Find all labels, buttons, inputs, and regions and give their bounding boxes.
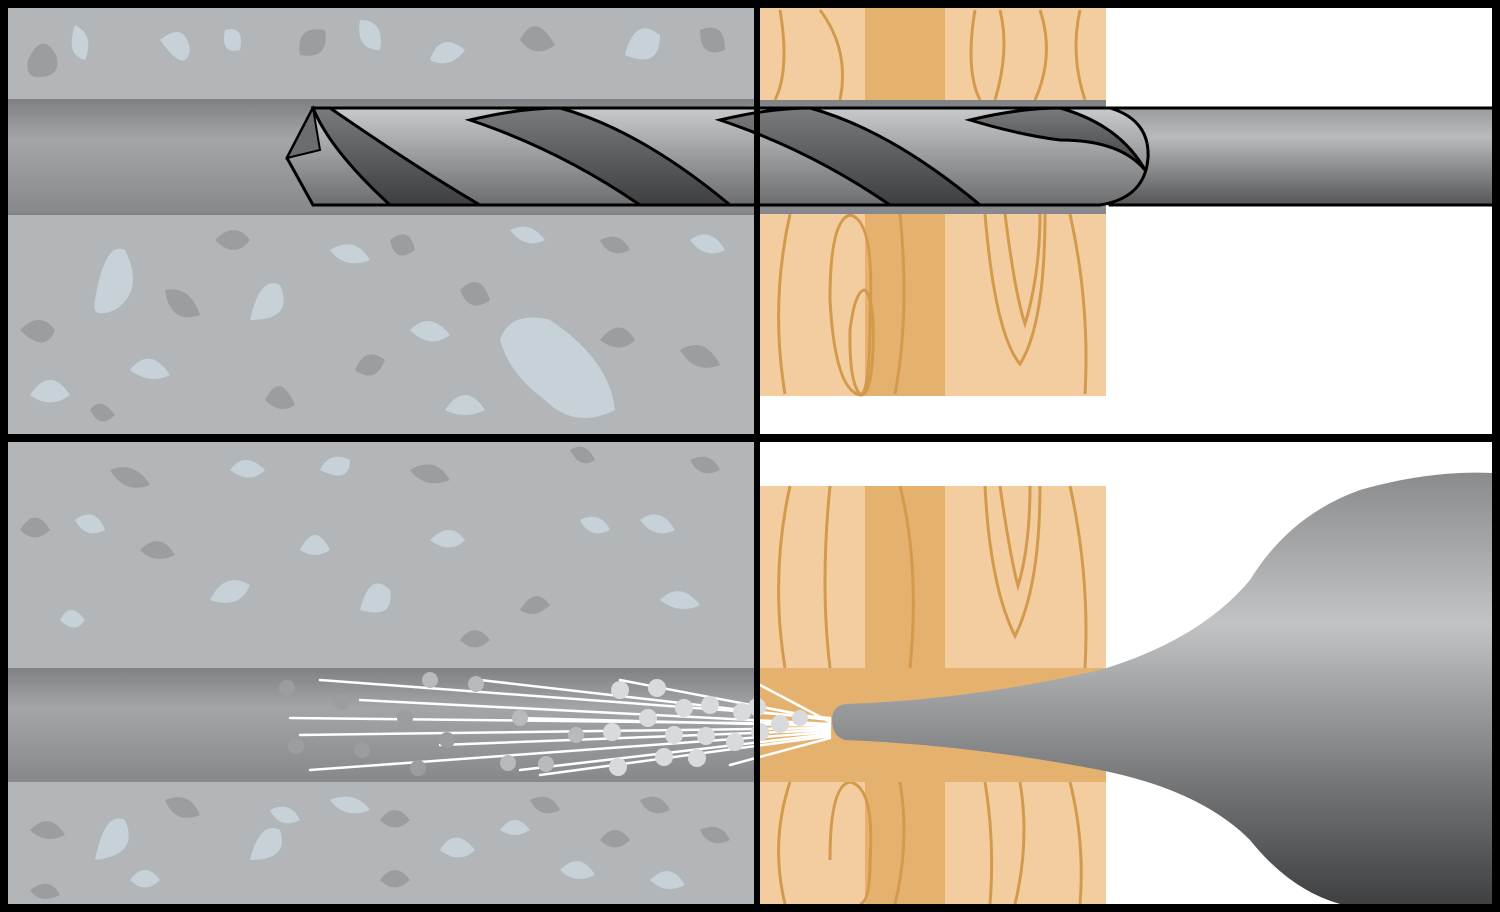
- panel-cleaning: [8, 442, 1493, 906]
- concrete-aggregate-top: [20, 20, 725, 422]
- panel-drilling: [8, 8, 1496, 434]
- material-divider-bottom: [754, 442, 760, 904]
- panel-divider: [0, 434, 1500, 442]
- drill-spiral-grooves: [310, 106, 1147, 207]
- wood-block-top: [760, 8, 1106, 397]
- blow-out-pump: [832, 472, 1493, 904]
- material-divider-top: [754, 8, 760, 434]
- concrete-aggregate-bottom: [20, 446, 730, 899]
- drill-shank: [1108, 106, 1496, 207]
- wood-block-bottom: [760, 485, 1106, 906]
- concrete-block-top: [8, 8, 754, 434]
- dust-particles: [279, 672, 832, 777]
- drill-bit: [285, 104, 1496, 207]
